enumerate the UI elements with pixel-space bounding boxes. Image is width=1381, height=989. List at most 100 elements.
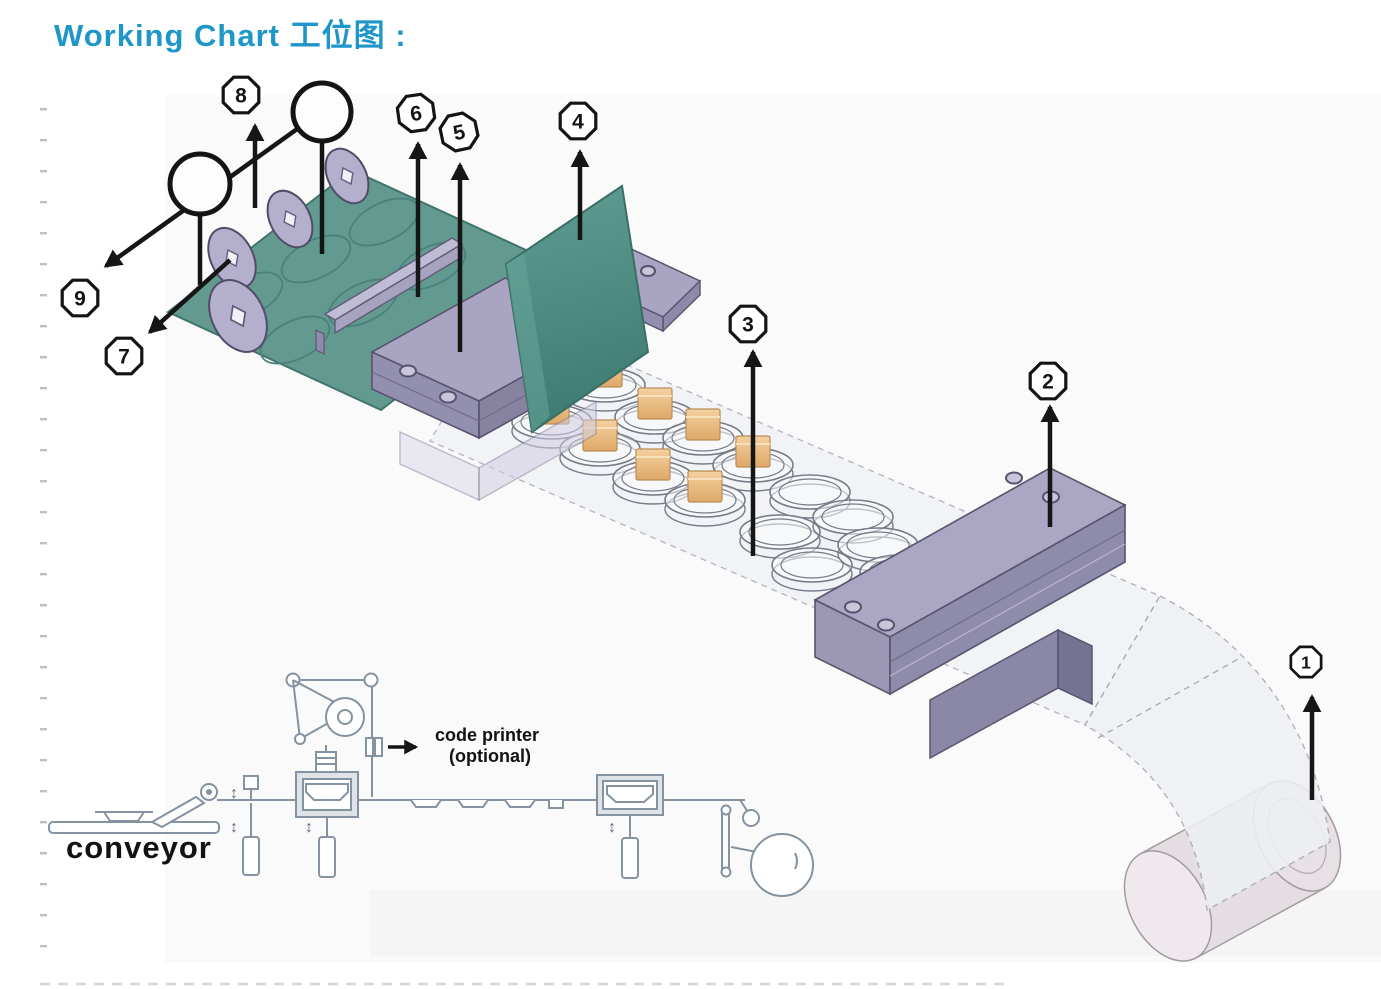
code-printer-label: code printer xyxy=(435,725,539,745)
clamp-rail-foot xyxy=(315,328,325,356)
callout-arrows xyxy=(147,123,1322,800)
film-web-curve xyxy=(1084,595,1331,912)
film-web-crease xyxy=(1097,657,1241,739)
guide-roller-disc xyxy=(207,226,257,290)
badge-number: 5 xyxy=(451,120,468,145)
vertical-green-plate xyxy=(504,184,650,434)
callout-badges: 1 2 3 4 5 6 7 8 9 xyxy=(60,75,1323,679)
up-down-arrow-icon: ↕ xyxy=(305,819,313,836)
waste-pulley xyxy=(742,809,760,827)
up-down-arrow-icon: ↕ xyxy=(608,819,616,836)
tension-arm xyxy=(292,679,301,740)
piston-cylinder xyxy=(318,836,336,878)
badge-number: 6 xyxy=(409,102,424,126)
badge-number: 4 xyxy=(572,111,584,134)
waste-roll-mark xyxy=(794,852,798,870)
up-down-arrow-icon: ↕ xyxy=(230,819,238,836)
formed-pocket-deep xyxy=(544,799,568,809)
piston-cylinder xyxy=(242,836,260,876)
callout-badge-4: 4 xyxy=(558,101,598,141)
film-roll-front-cap xyxy=(1123,850,1213,962)
formed-pocket xyxy=(405,799,447,808)
tick-mark xyxy=(40,418,47,421)
green-plate-highlight xyxy=(506,253,550,432)
disc-hole xyxy=(340,166,354,186)
tick-mark xyxy=(40,759,47,762)
seal-station-tray xyxy=(305,783,349,801)
film-web-band xyxy=(1084,595,1331,912)
callout-badge-8: 8 xyxy=(221,75,261,115)
reel-circle xyxy=(167,151,233,217)
seal-station-tower xyxy=(315,751,337,773)
badge-octagon xyxy=(60,278,100,318)
tick-mark xyxy=(40,635,47,638)
cup-with-product xyxy=(612,448,694,505)
tick-mark xyxy=(40,325,47,328)
inset-schematic: code printer (optional) xyxy=(48,672,814,897)
product-block xyxy=(685,408,721,441)
badge-octagon xyxy=(438,111,480,153)
tick-mark xyxy=(40,573,47,576)
badge-number: 7 xyxy=(118,346,130,369)
forming-plate xyxy=(166,168,567,412)
waste-web xyxy=(739,799,749,813)
tick-mark xyxy=(40,263,47,266)
callout-arrow-7 xyxy=(147,258,232,334)
feed-chute xyxy=(149,795,206,829)
disc-hole xyxy=(283,209,297,229)
empty-cup xyxy=(771,547,853,592)
tick-mark xyxy=(40,945,47,948)
seal-pedestal-side xyxy=(1057,628,1093,706)
product-block xyxy=(635,448,671,481)
screw-hole xyxy=(1005,471,1023,485)
frame-pulley xyxy=(363,672,379,688)
cup-with-product xyxy=(664,470,746,527)
seal-block-seam-light xyxy=(889,543,1126,677)
tension-arm xyxy=(292,679,337,704)
screw-hole xyxy=(844,600,862,614)
formed-pocket xyxy=(452,799,494,808)
screw-hole xyxy=(877,618,895,632)
tick-mark xyxy=(40,728,47,731)
disc-hole xyxy=(229,304,247,328)
guide-roller-discs xyxy=(207,147,370,353)
badge-number: 3 xyxy=(742,314,754,337)
tick-mark xyxy=(40,449,47,452)
tick-mark xyxy=(40,139,47,142)
badge-octagon xyxy=(1289,645,1323,679)
tick-mark xyxy=(40,480,47,483)
reel-symbols xyxy=(167,80,354,285)
reel-circle xyxy=(290,80,354,144)
forming-block-pedestal-front xyxy=(478,400,597,502)
left-tick-marks xyxy=(40,108,47,948)
callout-badge-5: 5 xyxy=(438,111,480,153)
badge-number: 9 xyxy=(74,288,86,311)
lid-film-roll-core xyxy=(337,709,353,725)
guide-roller-disc xyxy=(324,147,370,205)
badge-octagon xyxy=(1028,361,1068,401)
callout-badge-1: 1 xyxy=(1289,645,1323,679)
waste-pulley-small xyxy=(720,804,732,816)
product-block xyxy=(637,387,673,420)
sealing-station-block xyxy=(813,467,1127,760)
code-printer-box xyxy=(374,737,383,757)
tray xyxy=(102,811,146,822)
callout-badge-6: 6 xyxy=(395,92,437,134)
up-down-arrow-icon: ↕ xyxy=(230,785,238,802)
formed-pocket xyxy=(499,799,541,808)
tick-mark xyxy=(40,108,47,111)
callout-badge-2: 2 xyxy=(1028,361,1068,401)
lid-film-roll xyxy=(325,697,365,737)
badge-octagon xyxy=(395,92,437,134)
tick-mark xyxy=(40,697,47,700)
seal-block-seam xyxy=(889,529,1126,663)
tick-mark xyxy=(40,604,47,607)
forming-block-seam xyxy=(371,371,480,422)
seal-block-front xyxy=(889,503,1126,696)
callout-badge-7: 7 xyxy=(104,336,144,376)
conveyor-label: conveyor xyxy=(66,830,212,865)
cut-station-tray xyxy=(606,785,654,803)
code-printer-optional-label: (optional) xyxy=(449,746,531,766)
